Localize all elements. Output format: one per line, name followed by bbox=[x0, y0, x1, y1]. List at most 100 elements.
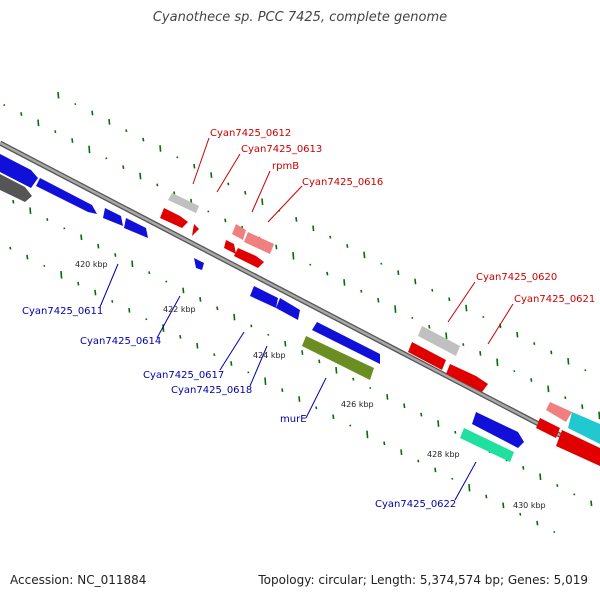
gene-arrow[interactable] bbox=[460, 428, 514, 462]
gc-mark bbox=[397, 270, 400, 275]
gc-mark bbox=[581, 404, 584, 409]
gene-arrow[interactable] bbox=[472, 412, 524, 448]
gc-mark bbox=[267, 333, 270, 336]
gene-arrow[interactable] bbox=[194, 258, 204, 270]
gc-mark bbox=[77, 281, 80, 286]
gc-mark bbox=[369, 386, 372, 390]
gc-mark bbox=[275, 244, 278, 250]
gene-arrow[interactable] bbox=[0, 154, 38, 188]
gc-mark bbox=[584, 369, 587, 372]
gc-mark bbox=[332, 414, 335, 420]
gene-arrow[interactable] bbox=[36, 178, 97, 214]
gene-label[interactable]: Cyan7425_0620 bbox=[476, 272, 557, 283]
gc-mark bbox=[295, 217, 298, 222]
gene-arrow[interactable] bbox=[408, 342, 446, 370]
gc-mark bbox=[454, 430, 457, 434]
gene-arrow[interactable] bbox=[536, 418, 560, 438]
accession-label: Accession: NC_011884 bbox=[10, 573, 147, 587]
leader-lines-bottom bbox=[99, 263, 477, 501]
gene-arrow[interactable] bbox=[224, 240, 236, 254]
gc-mark bbox=[224, 218, 227, 223]
gc-mark bbox=[196, 342, 199, 349]
gc-mark bbox=[63, 227, 66, 230]
gc-mark bbox=[380, 262, 383, 265]
gene-label[interactable]: Cyan7425_0618 bbox=[171, 385, 252, 396]
gc-mark bbox=[88, 145, 91, 154]
gene-arrow[interactable] bbox=[546, 402, 572, 422]
gc-mark bbox=[156, 183, 159, 187]
gene-arrow[interactable] bbox=[192, 224, 199, 236]
gene-label[interactable]: Cyan7425_0616 bbox=[302, 177, 383, 188]
gene-label[interactable]: Cyan7425_0617 bbox=[143, 370, 224, 381]
tick-label: 428 kbp bbox=[427, 450, 460, 459]
gc-mark bbox=[281, 388, 284, 392]
gene-arrow[interactable] bbox=[302, 336, 374, 380]
gene-arrow[interactable] bbox=[244, 232, 274, 254]
tick-label: 424 kbp bbox=[253, 351, 286, 360]
gene-label[interactable]: Cyan7425_0612 bbox=[210, 128, 291, 139]
gc-mark bbox=[216, 306, 219, 311]
gene-arrow[interactable] bbox=[556, 430, 600, 466]
gc-mark bbox=[193, 163, 196, 169]
gene-label[interactable]: Cyan7425_0613 bbox=[241, 144, 322, 155]
gc-mark bbox=[312, 225, 315, 232]
gc-mark bbox=[230, 361, 233, 366]
gc-mark bbox=[91, 110, 94, 116]
gene-arrow[interactable] bbox=[418, 326, 460, 356]
gene-label[interactable]: murE bbox=[280, 414, 307, 425]
gc-mark bbox=[12, 199, 15, 204]
gc-mark bbox=[159, 145, 162, 152]
gc-mark bbox=[97, 243, 100, 249]
gc-mark bbox=[414, 278, 417, 285]
gc-mark bbox=[550, 350, 553, 355]
leader-line bbox=[219, 331, 245, 371]
gc-mark bbox=[80, 234, 83, 241]
leader-line bbox=[447, 281, 476, 323]
gc-mark bbox=[3, 104, 6, 107]
gc-mark bbox=[244, 190, 247, 195]
gene-arrow[interactable] bbox=[276, 298, 300, 320]
gc-mark bbox=[445, 332, 448, 339]
gene-arrow[interactable] bbox=[234, 248, 264, 268]
gc-mark bbox=[482, 315, 485, 319]
gene-label[interactable]: rpmB bbox=[272, 161, 299, 172]
gc-mark bbox=[142, 137, 145, 142]
gc-mark bbox=[556, 484, 559, 488]
gene-label[interactable]: Cyan7425_0611 bbox=[22, 306, 103, 317]
gc-mark bbox=[227, 182, 230, 186]
gene-arrow[interactable] bbox=[168, 193, 199, 213]
gene-label[interactable]: Cyan7425_0622 bbox=[375, 499, 456, 510]
gene-arrow[interactable] bbox=[103, 208, 123, 226]
gene-arrow[interactable] bbox=[0, 174, 32, 202]
leader-lines-top bbox=[192, 137, 514, 345]
gc-mark bbox=[9, 246, 12, 250]
gc-mark bbox=[261, 198, 264, 206]
gene-arrow[interactable] bbox=[312, 322, 380, 364]
gc-mark bbox=[264, 377, 267, 386]
gc-mark bbox=[343, 279, 346, 286]
gene-arrow[interactable] bbox=[250, 286, 278, 308]
gc-mark bbox=[496, 358, 499, 367]
gene-arrow[interactable] bbox=[446, 364, 488, 392]
gc-mark bbox=[516, 331, 519, 338]
gene-arrow[interactable] bbox=[124, 218, 148, 238]
gc-mark bbox=[465, 304, 468, 312]
gene-label[interactable]: Cyan7425_0621 bbox=[514, 294, 595, 305]
gc-mark bbox=[329, 235, 332, 239]
gc-mark bbox=[145, 318, 148, 321]
gc-mark bbox=[468, 483, 471, 492]
gc-mark bbox=[386, 394, 389, 400]
gc-mark bbox=[165, 280, 168, 283]
gc-mark bbox=[54, 130, 57, 134]
gene-arrow[interactable] bbox=[568, 412, 600, 444]
gene-label[interactable]: Cyan7425_0614 bbox=[80, 336, 161, 347]
gc-mark bbox=[108, 119, 111, 125]
gc-mark bbox=[513, 370, 516, 373]
gc-mark bbox=[233, 313, 236, 321]
leader-line bbox=[216, 153, 241, 193]
gc-mark bbox=[292, 252, 295, 260]
gene-arrow[interactable] bbox=[160, 208, 188, 228]
gene-arrow[interactable] bbox=[232, 224, 246, 240]
gc-mark bbox=[199, 296, 202, 302]
leader-line bbox=[454, 461, 477, 501]
